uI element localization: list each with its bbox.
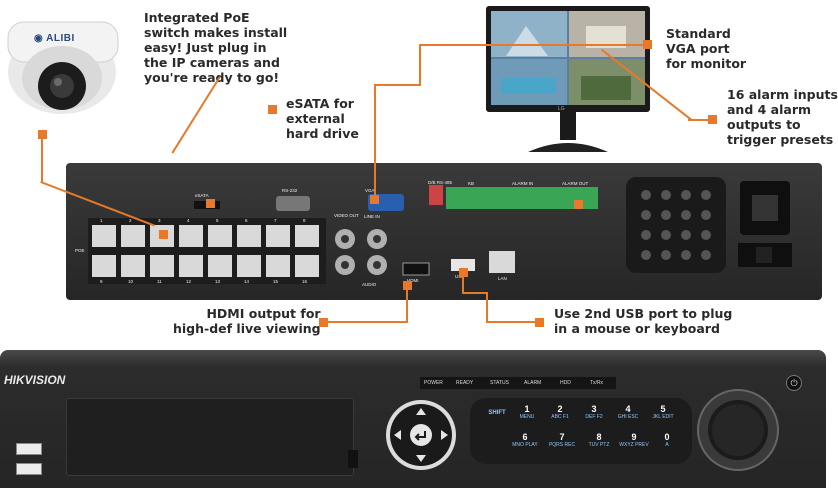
port-number: 8 — [303, 218, 306, 223]
poe-ports — [92, 225, 319, 277]
led-alarm: ALARM — [524, 380, 542, 386]
led-hdd: HDD — [560, 380, 571, 386]
enter-icon — [414, 431, 426, 441]
port-number: 5 — [216, 218, 219, 223]
dome-camera-image — [7, 21, 119, 114]
label-audio: AUDIO — [362, 282, 377, 287]
port-number: 6 — [245, 218, 248, 223]
port-number: 3 — [158, 218, 161, 223]
port-number: 11 — [157, 279, 162, 284]
front-brand-logo: HIKVISION — [4, 373, 66, 387]
monitor-brand: LG — [558, 106, 565, 112]
led-status: STATUS — [490, 380, 509, 386]
port-number: 13 — [215, 279, 221, 284]
port-number: 9 — [100, 279, 103, 284]
front-bay-latch[interactable] — [348, 450, 358, 468]
port-number: 2 — [129, 218, 132, 223]
arrow-right-icon — [441, 430, 448, 440]
led-power: POWER — [424, 380, 443, 386]
port-number: 7 — [274, 218, 277, 223]
label-esata: eSATA — [195, 193, 209, 198]
arrow-down-icon — [416, 455, 426, 462]
led-ready: READY — [456, 380, 474, 386]
label-video-out: VIDEO OUT — [334, 213, 359, 218]
jog-shuttle-dial[interactable] — [696, 388, 780, 472]
port-number: 10 — [128, 279, 134, 284]
monitor-image: LG — [486, 6, 650, 152]
arrow-left-icon — [394, 430, 401, 440]
label-lan: LAN — [498, 276, 507, 281]
label-poe: POE — [75, 248, 85, 253]
label-line-in: LINE IN — [364, 214, 380, 219]
label-vga: VGA — [365, 188, 375, 193]
port-number: 12 — [186, 279, 192, 284]
power-icon: ⏻ — [790, 378, 798, 388]
label-rs485: D/B RS-485 — [428, 180, 453, 185]
label-alarm-out: ALARM OUT — [562, 181, 589, 186]
label-rs232: RS-232 — [282, 188, 298, 193]
label-kb: KB — [468, 181, 475, 186]
front-usb-port-1[interactable] — [16, 443, 42, 455]
port-number: 15 — [273, 279, 279, 284]
led-txrx: Tx/Rx — [590, 380, 604, 386]
port-number: 14 — [244, 279, 250, 284]
label-hdmi: HDMI — [407, 278, 419, 283]
direction-pad[interactable] — [384, 398, 458, 472]
port-number: 4 — [187, 218, 190, 223]
led-strip — [420, 377, 616, 389]
port-number: 1 — [100, 218, 103, 223]
port-number: 16 — [302, 279, 308, 284]
arrow-up-icon — [416, 408, 426, 415]
front-drive-bay — [66, 398, 354, 476]
camera-brand-logo: ◉ ALIBI — [34, 33, 75, 44]
power-button[interactable]: ⏻ — [786, 375, 802, 391]
front-usb-port-2[interactable] — [16, 463, 42, 475]
keypad — [470, 398, 692, 464]
key-shift[interactable]: SHIFT — [488, 410, 506, 416]
label-alarm-in: ALARM IN — [512, 181, 534, 186]
